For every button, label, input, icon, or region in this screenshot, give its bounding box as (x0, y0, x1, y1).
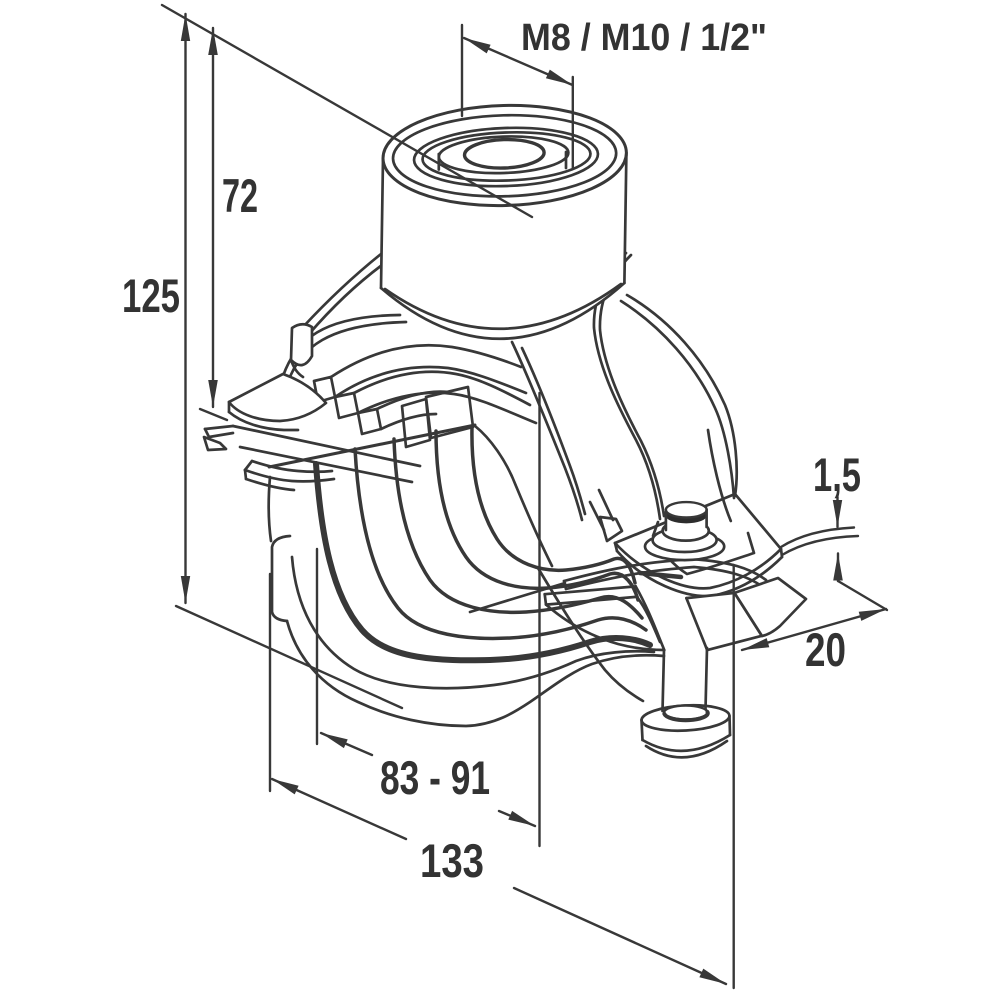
svg-text:20: 20 (805, 623, 846, 676)
svg-text:72: 72 (222, 169, 258, 222)
svg-text:M8 / M10 / 1/2": M8 / M10 / 1/2" (521, 17, 767, 59)
svg-text:125: 125 (122, 269, 180, 322)
svg-text:1,5: 1,5 (813, 448, 861, 501)
svg-text:83 - 91: 83 - 91 (380, 751, 490, 804)
svg-text:133: 133 (420, 834, 484, 887)
